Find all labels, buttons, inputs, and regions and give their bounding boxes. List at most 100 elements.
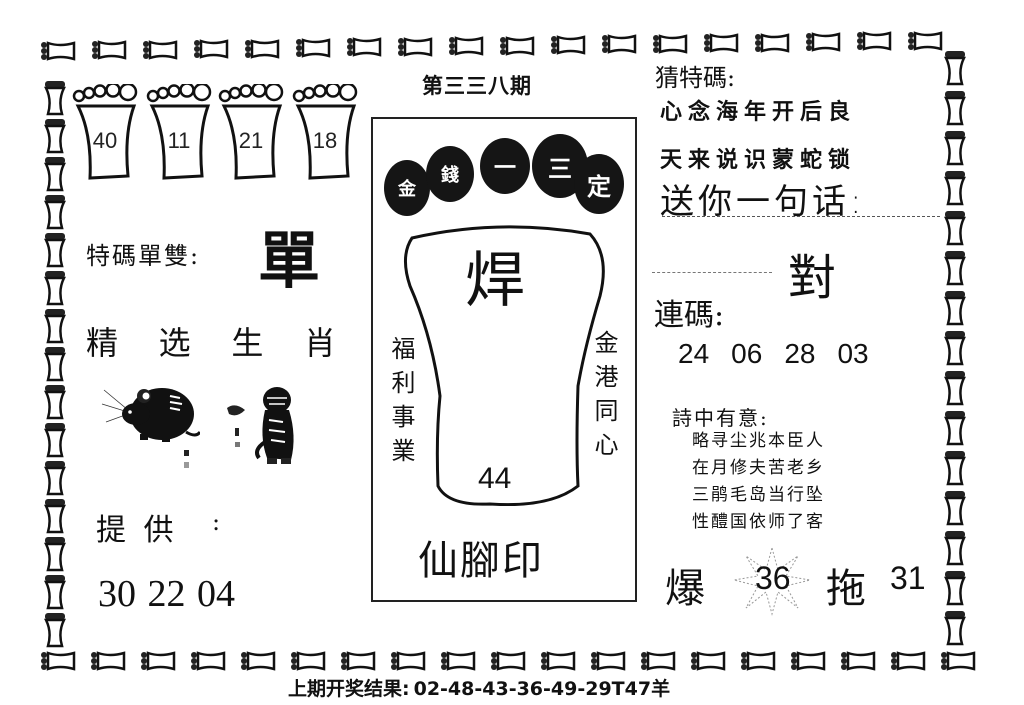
zodiac-label-char: 选 [158,324,191,362]
consecutive-number: 24 [678,338,710,369]
border-foot-icon [40,650,78,672]
top-foot-number: 11 [167,128,191,153]
border-foot-icon [907,30,945,52]
border-foot-icon [43,498,67,534]
border-foot-icon [805,31,843,53]
border-foot-icon [43,384,67,420]
explode-label: 爆 [665,566,705,612]
consecutive-number: 03 [837,338,869,369]
border-foot-icon [244,38,282,60]
zodiac-label-char: 生 [231,324,264,362]
starburst-icon [733,546,811,616]
left-vertical-text: 福利事業 [387,336,415,472]
border-foot-icon [703,32,741,54]
border-foot-icon [290,650,328,672]
guess-line-2: 天来说识蒙蛇锁 [660,148,857,173]
poem-line: 三鹃毛岛当行坠 [692,485,825,505]
border-foot-icon [550,34,588,56]
last-result-value: 02-48-43-36-49-29T47羊 [413,678,671,700]
border-foot-icon [499,35,537,57]
consecutive-number: 06 [731,338,763,369]
banner-oval: 金 [384,160,430,216]
top-foot: 40 [72,82,138,184]
border-foot-icon [943,410,967,446]
guess-line-1: 心念海年开后良 [660,100,857,125]
banner-oval: 一 [480,138,530,194]
center-big-char: 焊 [465,246,525,316]
border-foot-icon [43,308,67,344]
border-foot-icon [856,30,894,52]
poem-line: 略寻尘兆本臣人 [692,431,825,451]
issue-title: 第三三八期 [422,73,532,98]
border-foot-icon [590,650,628,672]
border-foot-icon [390,650,428,672]
border-foot-icon [640,650,678,672]
border-foot-icon [943,290,967,326]
border-foot-icon [943,570,967,606]
border-foot-icon [943,130,967,166]
border-foot-icon [43,536,67,572]
border-foot-icon [943,210,967,246]
last-result: 上期开奖结果: 02-48-43-36-49-29T47羊 [288,674,670,701]
provide-label: 提 供 [96,513,178,548]
consecutive-numbers: 24 06 28 03 [678,338,869,370]
border-foot-icon [40,40,78,62]
border-foot-icon [90,650,128,672]
border-foot-icon [943,330,967,366]
poem-label: 詩中有意: [672,406,769,430]
border-foot-icon [340,650,378,672]
border-foot-icon [346,36,384,58]
banner-oval: 錢 [426,146,474,202]
border-foot-icon [943,530,967,566]
top-foot: 21 [218,82,284,184]
special-odd-even-value: 單 [258,224,321,297]
provide-colon: : [212,508,221,536]
border-foot-icon [943,170,967,206]
border-foot-icon [295,37,333,59]
border-foot-icon [142,39,180,61]
border-foot-icon [43,194,67,230]
phrase-label: 送你一句话: [660,182,866,222]
border-foot-icon [943,50,967,86]
border-foot-icon [943,450,967,486]
top-foot: 11 [146,82,212,184]
top-foot-number: 18 [312,128,338,153]
drag-label: 拖 [826,566,866,612]
tiger-icon [227,387,294,464]
border-foot-icon [43,346,67,382]
border-foot-icon [652,33,690,55]
border-foot-icon [440,650,478,672]
border-foot-icon [754,32,792,54]
border-foot-icon [240,650,278,672]
border-foot-icon [43,422,67,458]
border-foot-icon [43,270,67,306]
border-foot-icon [43,232,67,268]
poem-line: 性醴国依师了客 [692,512,825,532]
banner-oval: 定 [574,154,624,214]
border-foot-icon [601,33,639,55]
border-foot-icon [943,90,967,126]
phrase-underline [662,216,940,217]
phrase-value: 對 [788,250,837,306]
border-foot-icon [943,490,967,526]
zodiac-label-char: 肖 [303,324,336,362]
center-bottom-title: 仙腳印 [418,538,544,584]
center-foot-number: 44 [478,462,512,495]
last-result-label: 上期开奖结果: [288,678,410,700]
guess-label: 猜特碼: [655,64,736,92]
border-foot-icon [43,612,67,648]
selected-zodiac-label: 精 选 生 肖 [86,318,336,364]
border-foot-icon [740,650,778,672]
border-foot-icon [790,650,828,672]
footprint-outline-icon [404,225,605,506]
border-foot-icon [890,650,928,672]
center-panel [371,117,637,602]
consecutive-number: 28 [784,338,816,369]
border-foot-icon [43,574,67,610]
border-foot-icon [43,460,67,496]
border-foot-icon [193,38,231,60]
zodiac-label-char: 精 [86,324,119,362]
border-foot-icon [190,650,228,672]
border-foot-icon [490,650,528,672]
border-foot-icon [397,36,435,58]
